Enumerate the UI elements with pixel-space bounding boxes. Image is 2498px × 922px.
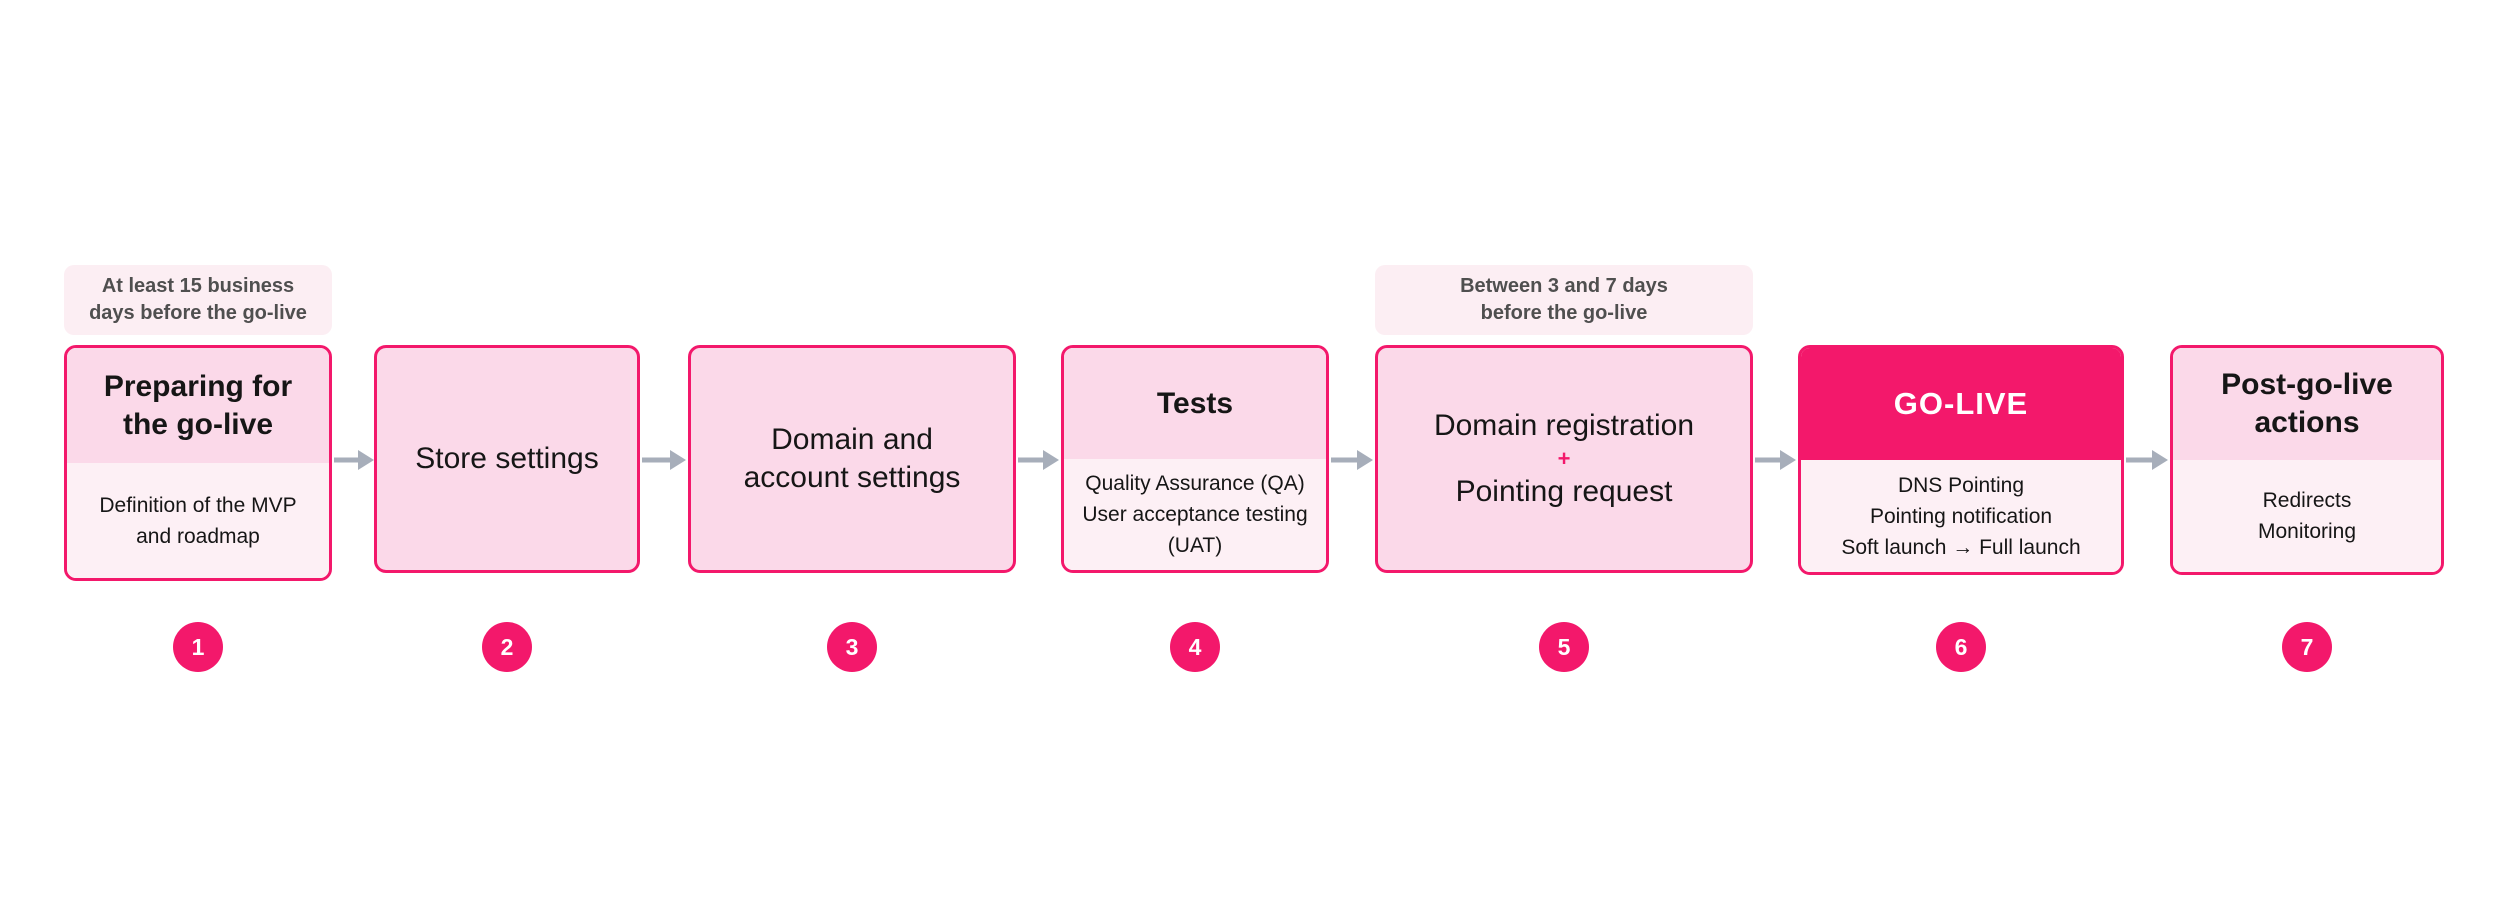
- arrow-right-icon: [642, 450, 686, 470]
- step-title: Post-go-live: [2221, 368, 2393, 401]
- note-text: before the go-live: [1480, 302, 1648, 324]
- step-4-header: Tests: [1064, 348, 1326, 459]
- note-before-step-5: Between 3 and 7 days before the go-live: [1375, 265, 1753, 335]
- step-6-header: GO-LIVE: [1801, 348, 2121, 460]
- step-detail: Quality Assurance (QA): [1085, 472, 1305, 495]
- step-title: Domain registration: [1433, 409, 1695, 442]
- step-box-domain-account-settings: Domain and account settings: [688, 345, 1016, 573]
- step-4-body: Quality Assurance (QA) User acceptance t…: [1064, 459, 1326, 570]
- step-title: GO-LIVE: [1893, 386, 2029, 421]
- step-number: 1: [191, 633, 205, 660]
- note-text: At least 15 business: [101, 275, 295, 297]
- arrow-right-icon: [1755, 450, 1796, 470]
- step-number: 3: [845, 633, 859, 660]
- step-title: Pointing request: [1455, 475, 1673, 508]
- step-number-badge: 2: [482, 622, 532, 672]
- note-before-step-1: At least 15 business days before the go-…: [64, 265, 332, 335]
- plus-icon: +: [1557, 446, 1571, 471]
- step-title: actions: [2254, 406, 2360, 439]
- step-box-go-live: GO-LIVE DNS Pointing Pointing notificati…: [1798, 345, 2124, 575]
- step-number-badge: 7: [2282, 622, 2332, 672]
- step-box-post-go-live: Post-go-live actions Redirects Monitorin…: [2170, 345, 2444, 575]
- step-detail: and roadmap: [136, 524, 260, 548]
- note-text: days before the go-live: [89, 302, 307, 324]
- step-7-header: Post-go-live actions: [2173, 348, 2441, 460]
- step-number-badge: 3: [827, 622, 877, 672]
- arrow-right-icon: [1018, 450, 1059, 470]
- step-7-body: Redirects Monitoring: [2173, 460, 2441, 572]
- step-box-tests: Tests Quality Assurance (QA) User accept…: [1061, 345, 1329, 573]
- step-title: Preparing for: [103, 369, 293, 403]
- step-title: account settings: [743, 461, 961, 494]
- step-title: the go-live: [122, 407, 273, 441]
- step-detail: Soft launch → Full launch: [1841, 535, 2081, 559]
- step-box-preparing: Preparing for the go-live Definition of …: [64, 345, 332, 581]
- step-number: 7: [2300, 633, 2314, 660]
- step-number-badge: 4: [1170, 622, 1220, 672]
- step-detail: User acceptance testing: [1082, 503, 1308, 526]
- arrow-right-icon: [2126, 450, 2168, 470]
- step-number-badge: 5: [1539, 622, 1589, 672]
- step-number-badge: 1: [173, 622, 223, 672]
- step-detail: DNS Pointing: [1897, 473, 2025, 497]
- note-text: Between 3 and 7 days: [1460, 275, 1668, 297]
- step-1-body: Definition of the MVP and roadmap: [67, 463, 329, 578]
- step-box-store-settings: Store settings: [374, 345, 640, 573]
- arrow-right-icon: [334, 450, 374, 470]
- step-title: Store settings: [415, 442, 599, 475]
- step-1-header: Preparing for the go-live: [67, 348, 329, 463]
- step-detail: Monitoring: [2257, 520, 2357, 543]
- step-box-domain-registration: Domain registration + Pointing request: [1375, 345, 1753, 573]
- step-number: 6: [1954, 633, 1968, 660]
- step-detail: Redirects: [2262, 489, 2352, 512]
- step-detail: (UAT): [1167, 534, 1223, 557]
- step-title: Tests: [1156, 386, 1234, 420]
- step-detail: Definition of the MVP: [99, 493, 297, 517]
- step-detail: Pointing notification: [1869, 504, 2053, 528]
- arrow-right-icon: [1331, 450, 1373, 470]
- step-number: 5: [1557, 633, 1571, 660]
- step-number: 2: [500, 633, 514, 660]
- step-6-body: DNS Pointing Pointing notification Soft …: [1801, 460, 2121, 572]
- step-number: 4: [1188, 633, 1202, 660]
- step-number-badge: 6: [1936, 622, 1986, 672]
- step-title: Domain and: [771, 423, 933, 456]
